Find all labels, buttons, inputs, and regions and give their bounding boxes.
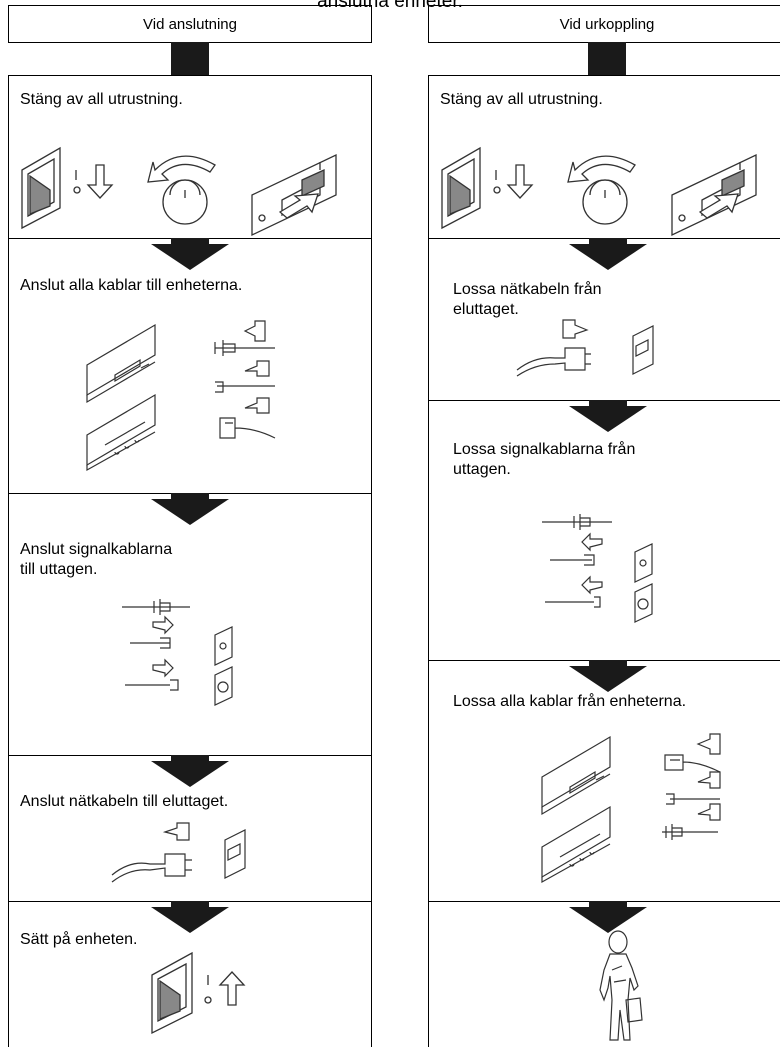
devices-cables-illustration	[86, 320, 276, 472]
remove-power-cord-illustration	[516, 319, 654, 377]
step-turn-on: Sätt på enheten.	[20, 931, 138, 948]
down-arrow-icon	[151, 493, 229, 525]
step-attach-signal-cables: Anslut signalkablarna till uttagen.	[20, 541, 173, 578]
power-cord-illustration	[111, 822, 246, 883]
down-arrow-icon	[569, 400, 647, 432]
down-arrow-icon	[569, 238, 647, 270]
down-arrow-icon	[151, 238, 229, 270]
signal-cables-illustration	[122, 599, 233, 706]
turn-on-illustration	[151, 951, 246, 1035]
down-arrow-icon	[151, 755, 229, 787]
down-arrow-icon	[569, 660, 647, 692]
cut-off-heading: anslutna enheter.	[317, 0, 463, 12]
step-remove-power-cord: Lossa nätkabeln från eluttaget.	[453, 281, 602, 318]
step-remove-signal-cables: Lossa signalkablarna från uttagen.	[453, 441, 636, 478]
connect-column	[8, 75, 372, 1047]
remove-devices-cables-illustration	[541, 733, 721, 884]
disconnect-column	[428, 75, 780, 1047]
person-leaving-illustration	[599, 930, 643, 1041]
remove-signal-cables-illustration	[542, 514, 653, 623]
step-attach-cables-devices: Anslut alla kablar till enheterna.	[20, 277, 243, 294]
step-remove-cables-devices: Lossa alla kablar från enheterna.	[453, 693, 687, 710]
step-attach-power-cord: Anslut nätkabeln till eluttaget.	[20, 793, 229, 810]
header-connect: Vid anslutning	[8, 5, 372, 43]
down-arrow-icon	[151, 901, 229, 933]
power-off-illustration	[21, 146, 337, 237]
header-connector-right	[588, 42, 626, 76]
header-disconnect: Vid urkoppling	[428, 5, 780, 43]
down-arrow-icon	[569, 901, 647, 933]
power-off-illustration-right	[441, 146, 757, 237]
header-connector-left	[171, 42, 209, 76]
step-turn-off-left: Stäng av all utrustning.	[20, 91, 183, 108]
step-turn-off-right: Stäng av all utrustning.	[440, 91, 603, 108]
